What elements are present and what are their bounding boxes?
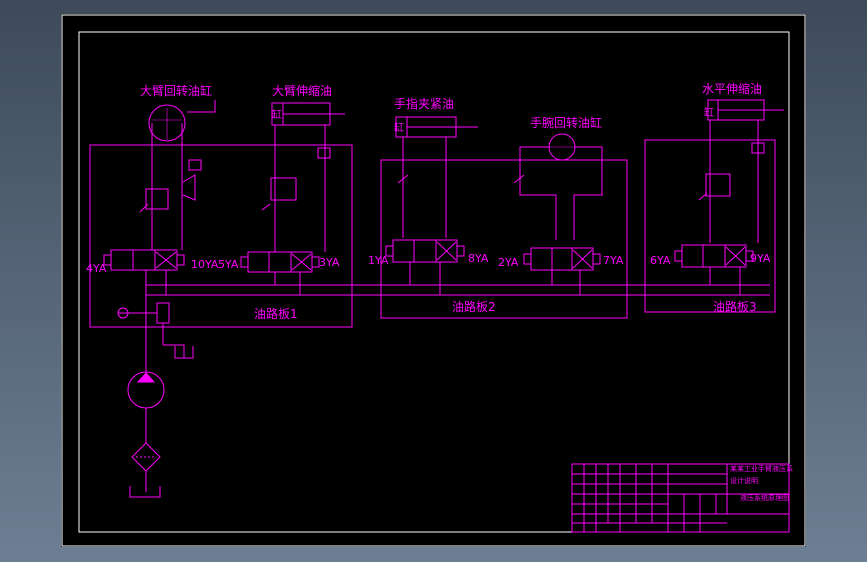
label-finger-clamp-b: 缸 — [394, 121, 404, 134]
label-finger-clamp-a: 手指夹紧油 — [394, 96, 454, 111]
label-manifold-3: 油路板3 — [713, 299, 757, 314]
solenoid-6ya: 6YA — [650, 254, 671, 267]
manifold-block-1 — [89, 144, 353, 328]
label-horizontal-b: 缸 — [704, 106, 714, 119]
solenoid-2ya: 2YA — [498, 256, 519, 269]
solenoid-5ya: 5YA — [218, 258, 239, 271]
solenoid-8ya: 8YA — [468, 252, 489, 265]
label-wrist-rotary: 手腕回转油缸 — [530, 115, 602, 130]
label-manifold-1: 油路板1 — [254, 306, 298, 321]
tank-symbol-2 — [129, 486, 161, 498]
label-manifold-2: 油路板2 — [452, 299, 496, 314]
title-project-b: 设计说明 — [730, 476, 758, 485]
solenoid-3ya: 3YA — [319, 256, 340, 269]
solenoid-4ya: 4YA — [86, 262, 107, 275]
label-big-arm-rotary: 大臂回转油缸 — [140, 83, 212, 98]
rotary-actuator-symbol — [148, 104, 186, 142]
label-big-arm-telescopic-b: 缸 — [272, 108, 282, 121]
title-block — [571, 463, 790, 533]
sheet-background — [61, 14, 806, 547]
check-valve-1 — [145, 188, 169, 210]
title-project-a: 某某工业手臂液压系 — [730, 464, 793, 473]
solenoid-1ya: 1YA — [368, 254, 389, 267]
flow-valve-1 — [188, 159, 202, 171]
manifold-block-2 — [380, 159, 628, 319]
title-drawing-name: 液压系统原理图 — [740, 493, 789, 502]
label-horizontal-a: 水平伸缩油 — [702, 81, 762, 96]
solenoid-7ya: 7YA — [603, 254, 624, 267]
inner-frame — [78, 31, 790, 533]
outer-border — [61, 14, 806, 547]
label-big-arm-telescopic-a: 大臂伸缩油 — [272, 83, 332, 98]
solenoid-10ya: 10YA — [191, 258, 219, 271]
solenoid-9ya: 9YA — [750, 252, 771, 265]
schematic — [89, 99, 790, 533]
